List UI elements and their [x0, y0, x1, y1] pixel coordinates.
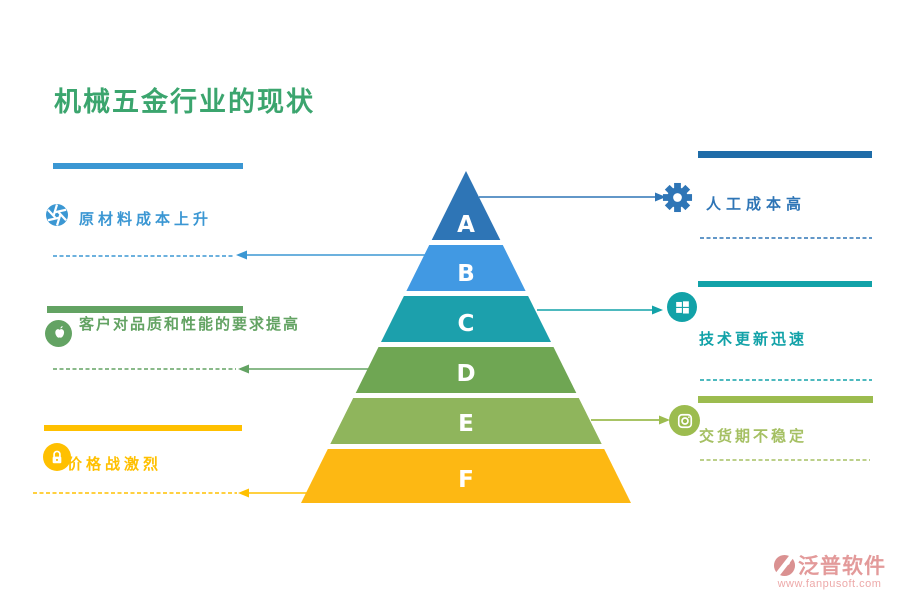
right-label-delivery-unstable: 交货期不稳定: [699, 428, 808, 445]
pyramid-letter-e: E: [458, 411, 474, 437]
fanpu-logo-icon: [773, 553, 796, 577]
page-title: 机械五金行业的现状: [54, 87, 315, 117]
brand-footer: 泛普软件 www.fanpusoft.com: [773, 550, 886, 590]
connector-c-right: [537, 305, 663, 315]
pyramid-level-a: [431, 171, 501, 240]
aperture-icon: [45, 203, 69, 227]
pyramid-level-d: [355, 347, 577, 393]
right-label-tech-update: 技术更新迅速: [699, 331, 808, 348]
connector-b-left: [236, 250, 430, 260]
left-label-quality-demand: 客户对品质和性能的要求提高: [79, 316, 301, 333]
brand-url: www.fanpusoft.com: [777, 578, 882, 590]
apple-icon: [45, 320, 72, 347]
pyramid-letter-b: B: [457, 261, 475, 287]
left-label-raw-material-cost: 原材料成本上升: [79, 211, 213, 228]
accent-bar: [698, 151, 872, 158]
pyramid-letter-f: F: [458, 467, 474, 493]
connector-a-right: [479, 192, 666, 202]
connector-f-left: [238, 488, 308, 498]
right-label-labor-cost: 人工成本高: [706, 196, 807, 213]
instagram-icon: [669, 405, 700, 436]
gear-icon: [662, 182, 693, 213]
connector-e-right: [591, 415, 670, 425]
pyramid-letter-d: D: [456, 361, 475, 387]
accent-bar: [44, 425, 242, 431]
pyramid-level-b: [406, 245, 526, 291]
left-label-price-war: 价格战激烈: [67, 456, 163, 473]
pyramid-level-e: [330, 398, 602, 444]
windows-icon: [667, 292, 697, 322]
pyramid-letter-c: C: [458, 311, 475, 337]
connector-d-left: [238, 364, 370, 374]
pyramid-level-c: [381, 296, 551, 342]
accent-bar: [53, 163, 243, 169]
pyramid-letter-a: A: [457, 212, 475, 238]
lock-icon: [43, 443, 71, 471]
accent-bar: [47, 306, 243, 313]
pyramid-level-f: [301, 449, 631, 503]
accent-bar: [698, 281, 872, 287]
brand-name: 泛普软件: [798, 555, 886, 578]
accent-bar: [698, 396, 873, 403]
